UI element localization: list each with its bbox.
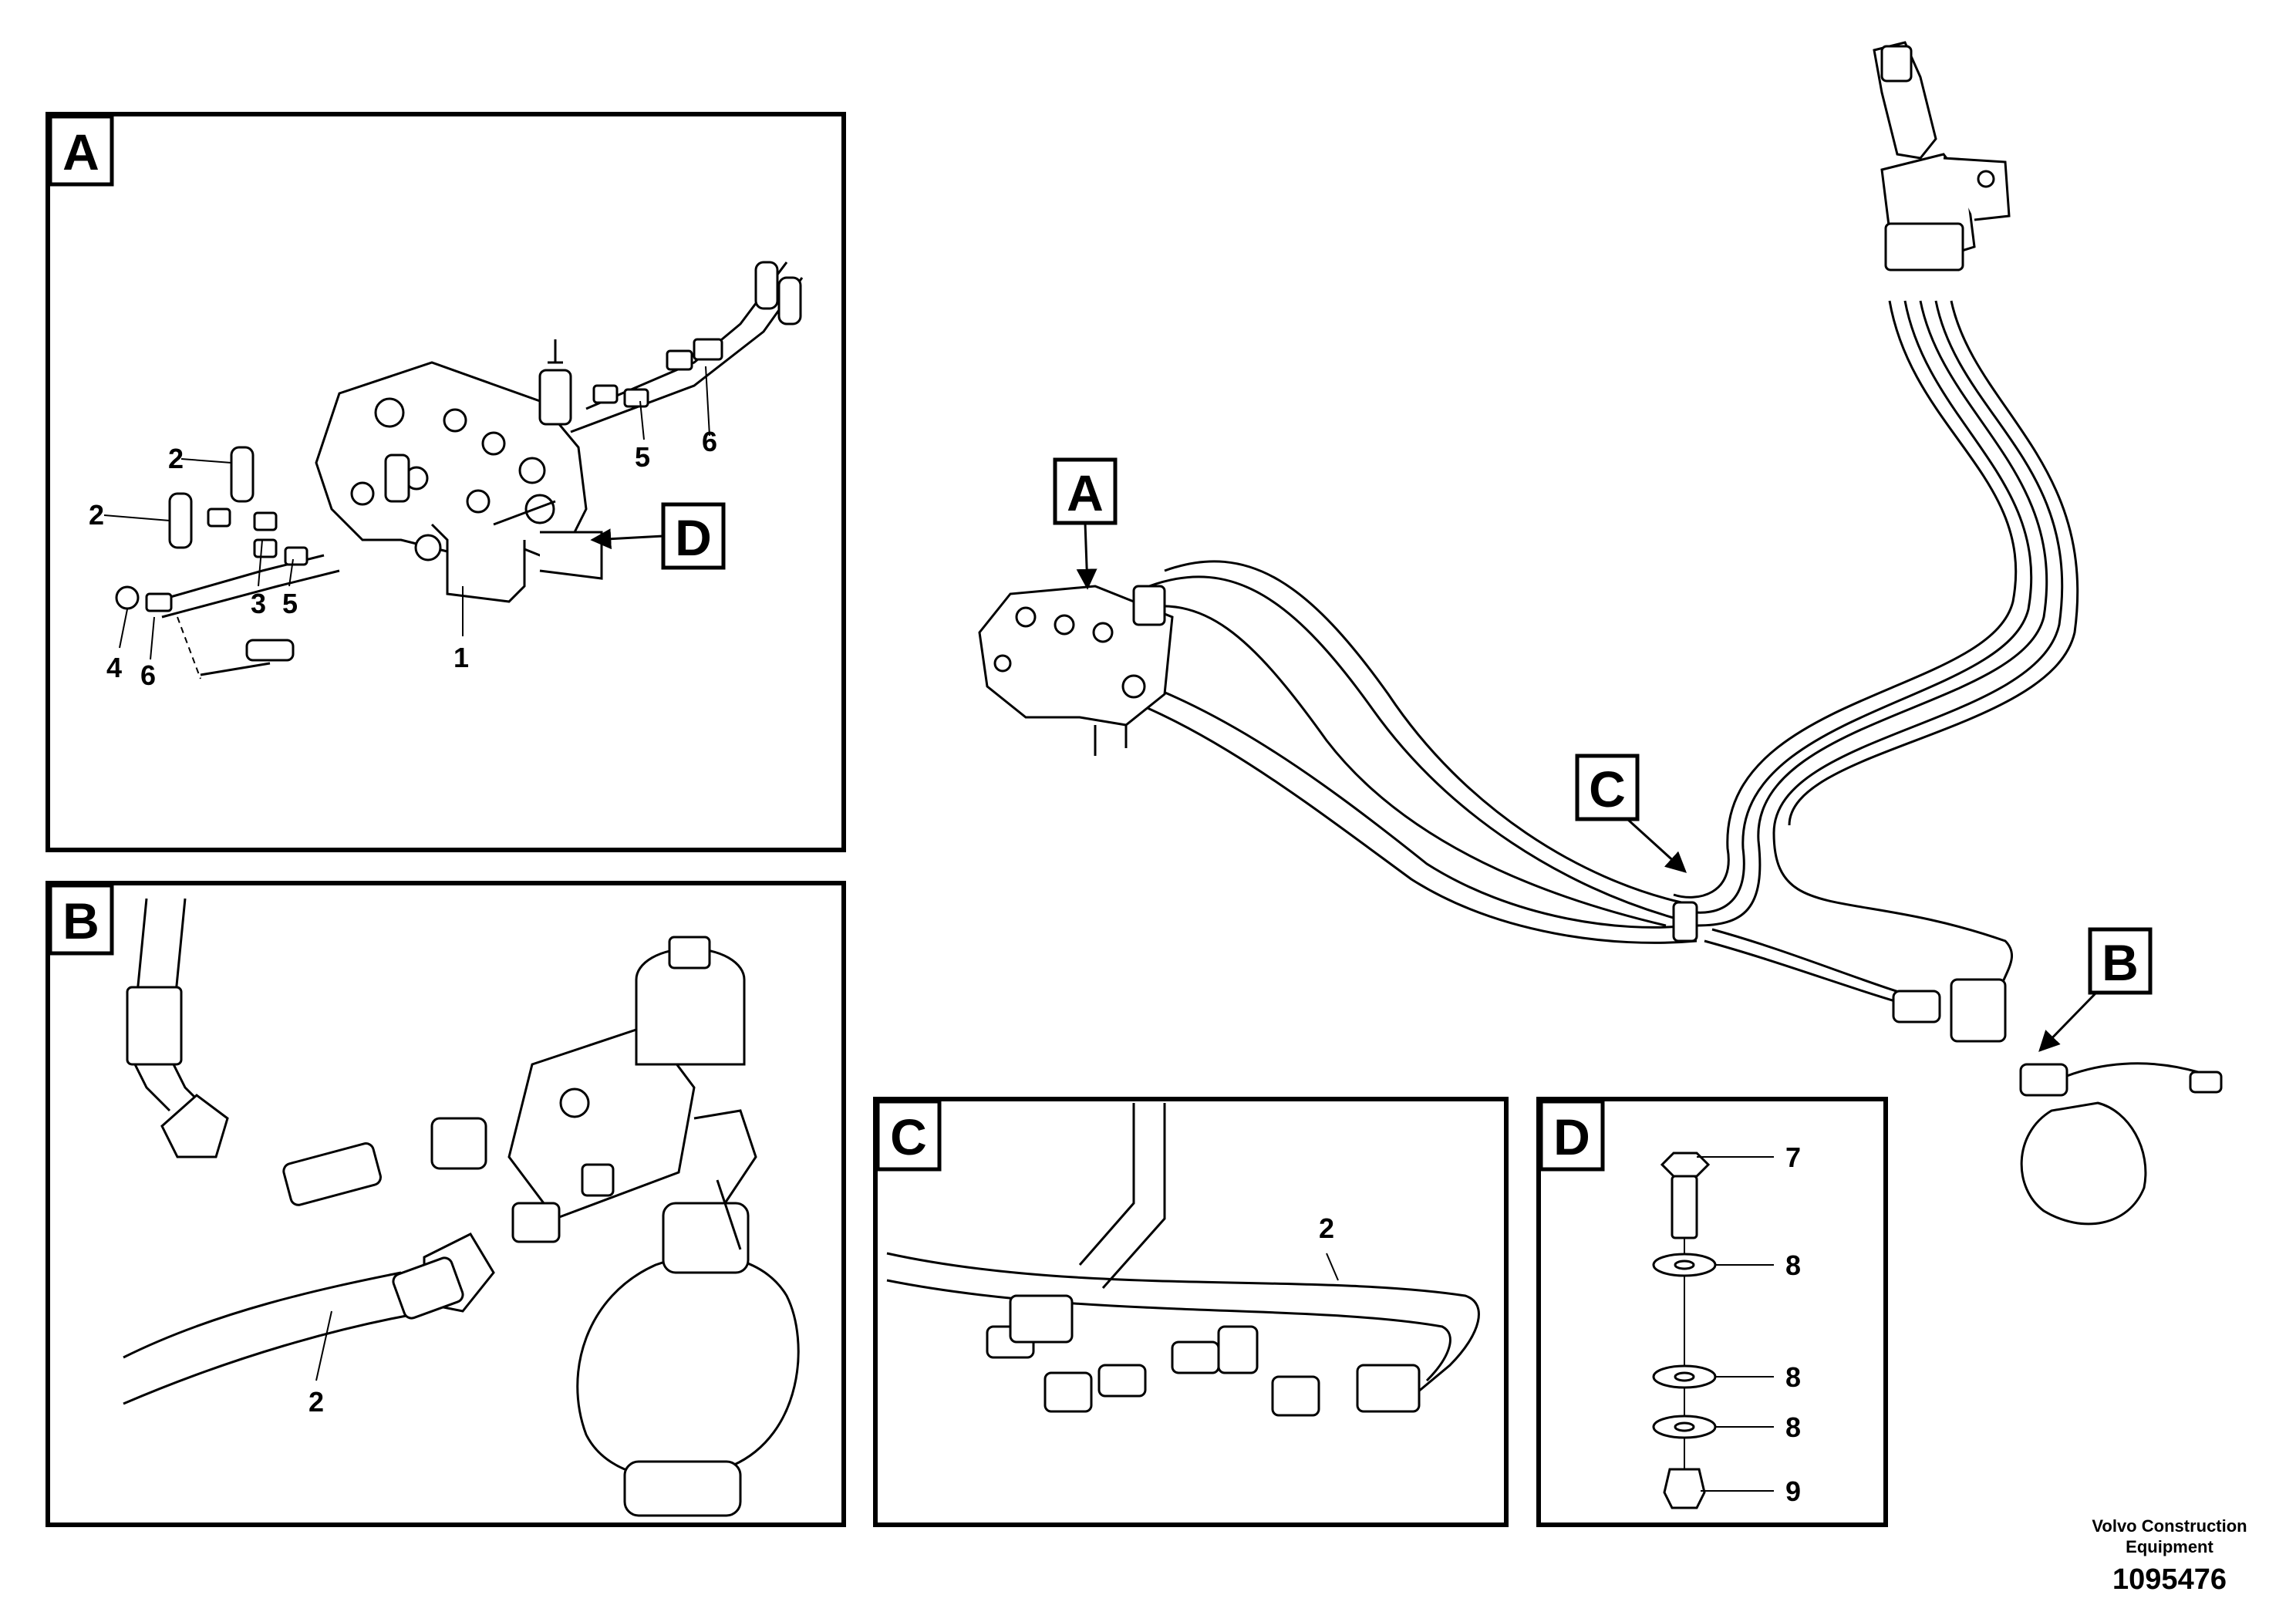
washers — [1652, 1253, 1717, 1439]
label-2: 2 — [1319, 1212, 1334, 1244]
detail-d-callout: D — [675, 509, 712, 566]
label-4: 4 — [106, 652, 122, 683]
label-6: 6 — [702, 426, 717, 457]
accumulator-b — [576, 1179, 800, 1517]
leaders-a — [103, 366, 710, 660]
label-8: 8 — [1785, 1361, 1801, 1393]
label-2: 2 — [168, 443, 184, 474]
footer-line-2: Equipment — [2126, 1537, 2213, 1556]
label-9: 9 — [1785, 1475, 1801, 1507]
leaders-d — [1697, 1156, 1774, 1492]
panel-b-tag: B — [62, 892, 99, 949]
panel-b: B — [46, 881, 846, 1527]
label-6: 6 — [140, 659, 156, 691]
label-3: 3 — [251, 588, 266, 619]
fittings-b — [126, 986, 495, 1320]
bolt — [1660, 1152, 1711, 1239]
callout-b: B — [2102, 934, 2139, 991]
solenoid-valve — [507, 936, 757, 1243]
label-5: 5 — [282, 588, 298, 619]
joystick — [1873, 41, 2011, 271]
footer-line-1: Volvo Construction — [2092, 1516, 2247, 1536]
fittings-a — [115, 261, 802, 662]
label-2: 2 — [308, 1386, 324, 1418]
fittings-overview — [1672, 901, 2223, 1226]
fittings-c — [986, 1294, 1421, 1417]
callout-a: A — [1067, 464, 1104, 521]
valve-block-overview — [978, 585, 1174, 756]
overview: A C B — [978, 41, 2223, 1226]
panel-a-tag: A — [62, 123, 99, 180]
callout-c: C — [1589, 760, 1626, 818]
panel-d: D 7 8 8 8 9 — [1536, 1097, 1888, 1527]
label-7: 7 — [1785, 1141, 1801, 1173]
label-1: 1 — [453, 642, 469, 673]
panel-c-tag: C — [890, 1108, 927, 1165]
drawing-reference-number: 1095476 — [2112, 1563, 2227, 1596]
control-valve-block — [315, 339, 603, 603]
footer: Volvo Construction Equipment 1095476 — [2092, 1516, 2247, 1596]
label-8: 8 — [1785, 1411, 1801, 1443]
label-5: 5 — [635, 441, 650, 473]
panel-a: A — [46, 112, 846, 852]
panel-d-tag: D — [1553, 1108, 1590, 1165]
label-8: 8 — [1785, 1249, 1801, 1281]
panel-c: C 2 — [873, 1097, 1509, 1527]
pilot-hoses — [1064, 300, 2199, 1077]
nut — [1663, 1468, 1706, 1509]
label-2: 2 — [89, 499, 104, 531]
